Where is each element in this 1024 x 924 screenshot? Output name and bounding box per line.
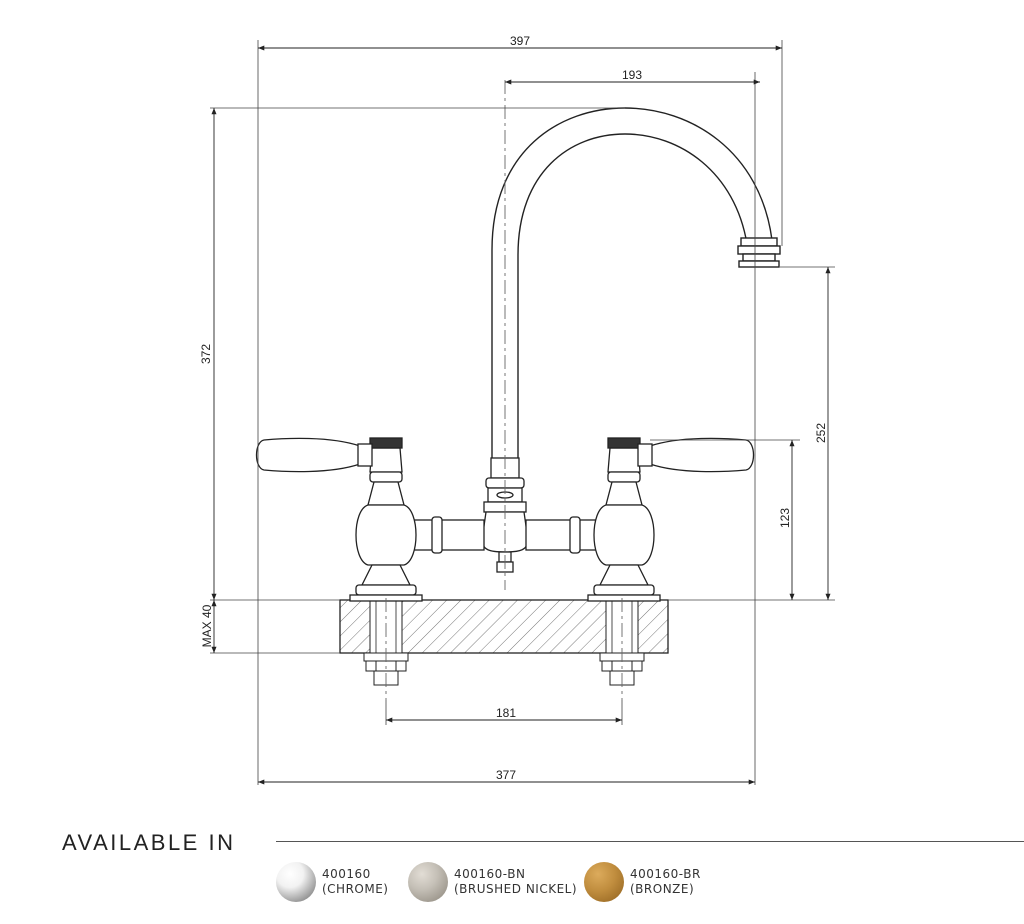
dim-spout-outlet-height: 252: [814, 423, 828, 443]
available-in-title: AVAILABLE IN: [62, 830, 236, 855]
technical-drawing: 397 193 372 MAX 40 252 123 181 377: [199, 34, 835, 785]
bronze-swatch-icon: [584, 862, 624, 902]
dim-tap-centres: 181: [496, 706, 516, 720]
dim-handle-height: 123: [778, 508, 792, 528]
chrome-swatch-icon: [276, 862, 316, 902]
dim-overall-height: 372: [199, 344, 213, 364]
finish-name: (BRUSHED NICKEL): [454, 882, 578, 896]
brushed-nickel-swatch-icon: [408, 862, 448, 902]
dim-max-deck-thickness: MAX 40: [200, 604, 214, 647]
dim-spout-reach: 193: [622, 68, 642, 82]
finish-code: 400160-BR: [630, 867, 701, 881]
deck-section: [339, 599, 669, 654]
finish-bronze: 400160-BR (BRONZE): [584, 862, 701, 902]
finish-code: 400160-BN: [454, 867, 526, 881]
mounting-nuts: [363, 652, 645, 686]
divider: [276, 841, 1024, 842]
finish-name: (CHROME): [322, 882, 389, 896]
dim-overall-width: 397: [510, 34, 530, 48]
spout: [491, 107, 781, 460]
right-valve: [587, 437, 755, 602]
finish-name: (BRONZE): [630, 882, 695, 896]
finish-code: 400160: [322, 867, 371, 881]
left-valve: [255, 437, 423, 602]
finish-chrome: 400160 (CHROME): [276, 862, 388, 902]
centre-lines: [385, 80, 623, 700]
dim-base-width: 377: [496, 768, 516, 782]
extension-lines: [210, 40, 835, 785]
finish-brushed-nickel: 400160-BN (BRUSHED NICKEL): [408, 862, 577, 902]
dimension-lines: [211, 45, 831, 785]
